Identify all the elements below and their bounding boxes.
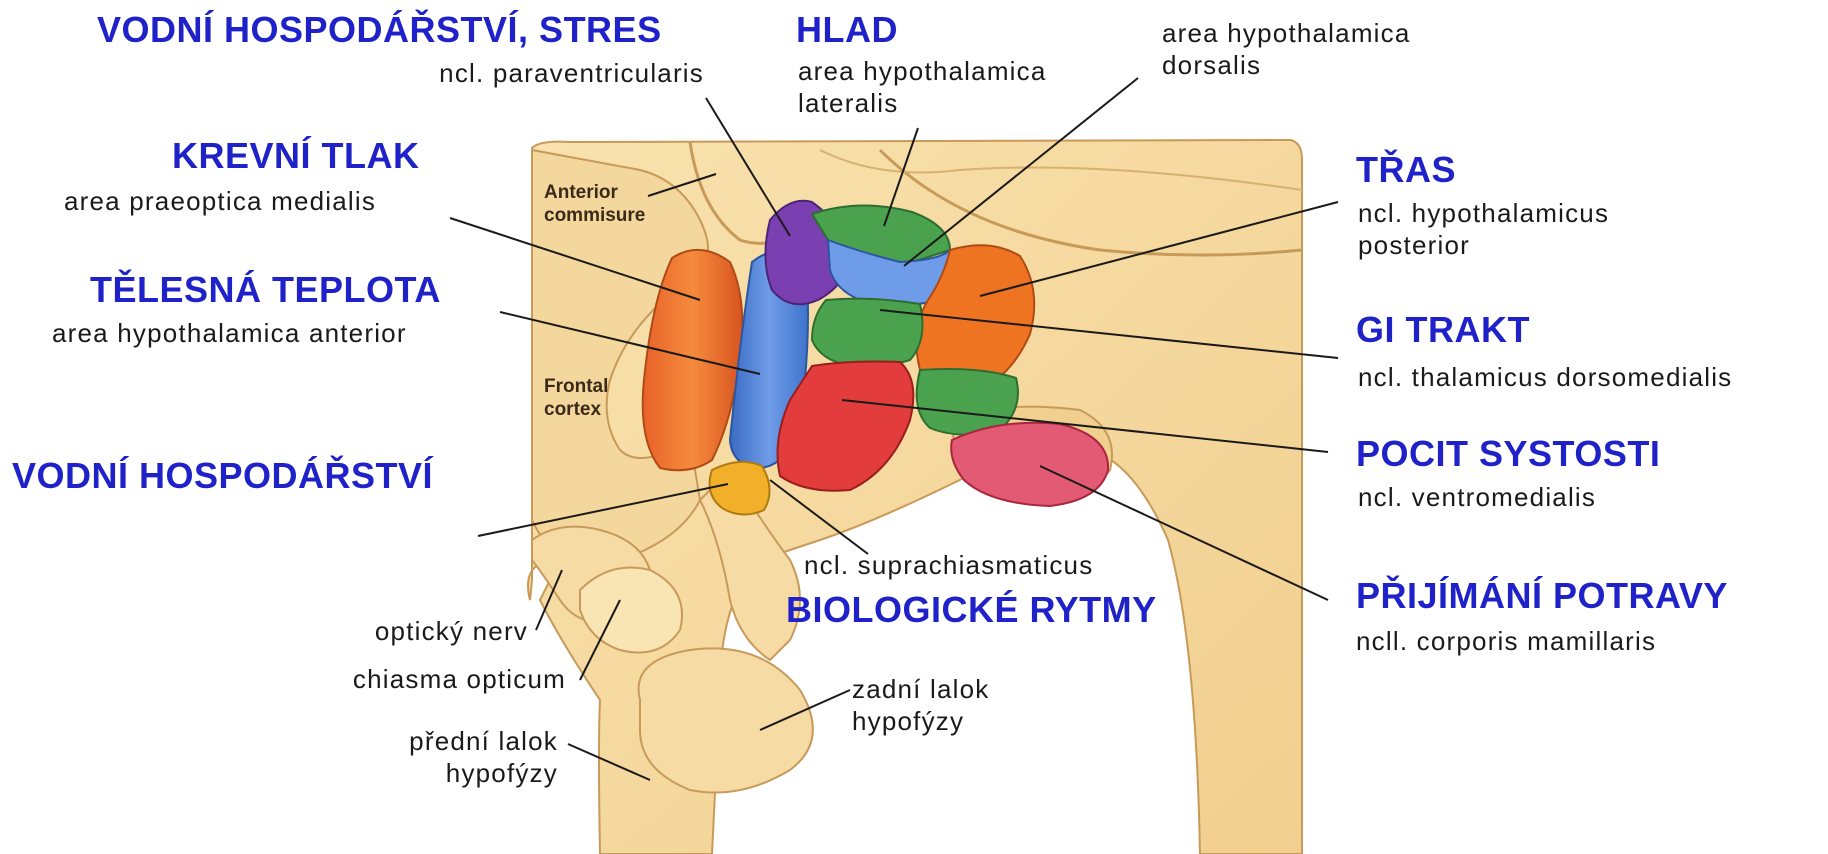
water-title: VODNÍ HOSPODÁŘSTVÍ [12,454,433,498]
anterior-commissure-label: Anterior commisure [544,182,645,228]
dorsomedial-label: ncl. thalamicus dorsomedialis [1358,362,1732,394]
bio-rhythms-title: BIOLOGICKÉ RYTMY [786,588,1157,632]
posterior-nucleus-label: ncl. hypothalamicus posterior [1358,198,1609,261]
gi-title: GI TRAKT [1356,308,1530,352]
satiety-title: POCIT SYSTOSTI [1356,432,1660,476]
dorsal-area-label: area hypothalamica dorsalis [1162,18,1411,81]
suprachiasmatic-label: ncl. suprachiasmaticus [804,550,1093,582]
lateral-area-label: area hypothalamica lateralis [798,56,1047,119]
optic-chiasm-label: chiasma opticum [353,664,566,696]
ventromedial-label: ncl. ventromedialis [1358,482,1596,514]
shivering-title: TŘAS [1356,148,1456,192]
anterior-area-label: area hypothalamica anterior [52,318,407,350]
paraventricular-label: ncl. paraventricularis [439,58,704,90]
blood-pressure-title: KREVNÍ TLAK [172,134,420,178]
posterior-lobe-label: zadní lalok hypofýzy [852,674,990,737]
mamillary-label: ncll. corporis mamillaris [1356,626,1656,658]
anterior-lobe-label: přední lalok hypofýzy [409,726,558,789]
region-ncl-thalamicus-dorsomedialis [812,299,922,367]
optic-nerve-label: optický nerv [375,616,528,648]
preoptic-area-label: area praeoptica medialis [64,186,376,218]
region-ncll-corporis-mamillaris [951,423,1108,506]
pituitary-gland [639,648,813,792]
hunger-title: HLAD [796,8,898,52]
water-stress-title: VODNÍ HOSPODÁŘSTVÍ, STRES [97,8,662,52]
frontal-cortex-label: Frontal cortex [544,376,608,422]
food-intake-title: PŘIJÍMÁNÍ POTRAVY [1356,574,1728,618]
body-temp-title: TĚLESNÁ TEPLOTA [90,268,441,312]
